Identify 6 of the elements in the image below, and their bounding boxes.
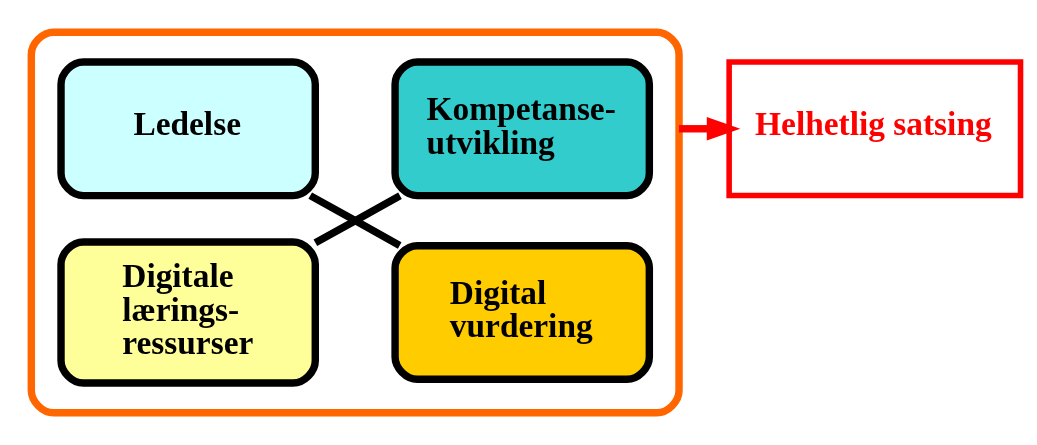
node-box: Digital vurdering	[391, 242, 654, 384]
node-box: Helhetlig satsing	[726, 59, 1024, 199]
node-box: Kompetanse- utvikling	[391, 58, 654, 200]
node-box: Digitale lærings- ressurser	[57, 238, 319, 387]
cluster	[27, 28, 683, 417]
node-box: Ledelse	[57, 58, 319, 200]
